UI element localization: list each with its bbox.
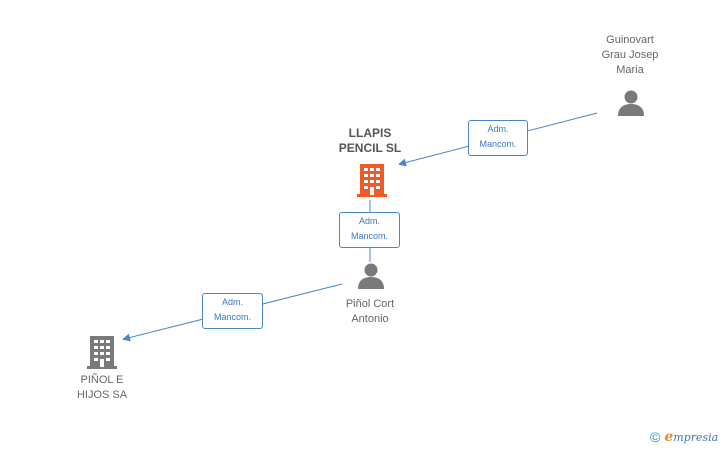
- guinovart-label: Guinovart Grau Josep Maria: [601, 34, 659, 76]
- pinol-e-hijos-label: PIÑOL E HIJOS SA: [76, 374, 128, 401]
- edge-badge-adm-mancom[interactable]: Adm. Mancom.: [468, 120, 528, 156]
- brand-rest: mpresia: [673, 431, 719, 444]
- building-icon[interactable]: [86, 335, 118, 369]
- badge-line-2: Mancom.: [213, 312, 251, 322]
- person-icon[interactable]: [356, 261, 386, 291]
- edge-badge-adm-mancom[interactable]: Adm. Mancom.: [339, 212, 400, 248]
- llapis-pencil-label: LLAPIS PENCIL SL: [338, 126, 402, 155]
- badge-line-2: Mancom.: [479, 139, 517, 149]
- building-icon[interactable]: [356, 163, 388, 197]
- pinol-cort-label: Piñol Cort Antonio: [345, 298, 395, 325]
- empresia-logo: empresia: [664, 429, 718, 445]
- person-icon[interactable]: [616, 88, 646, 118]
- badge-line-1: Adm.: [487, 124, 509, 134]
- empresia-footer[interactable]: © empresia: [650, 429, 718, 445]
- brand-initial: e: [664, 429, 674, 445]
- badge-line-1: Adm.: [221, 297, 243, 307]
- badge-line-1: Adm.: [358, 216, 380, 226]
- edge-badge-adm-mancom[interactable]: Adm. Mancom.: [202, 293, 263, 329]
- copyright-symbol: ©: [650, 429, 661, 445]
- badge-line-2: Mancom.: [350, 231, 388, 241]
